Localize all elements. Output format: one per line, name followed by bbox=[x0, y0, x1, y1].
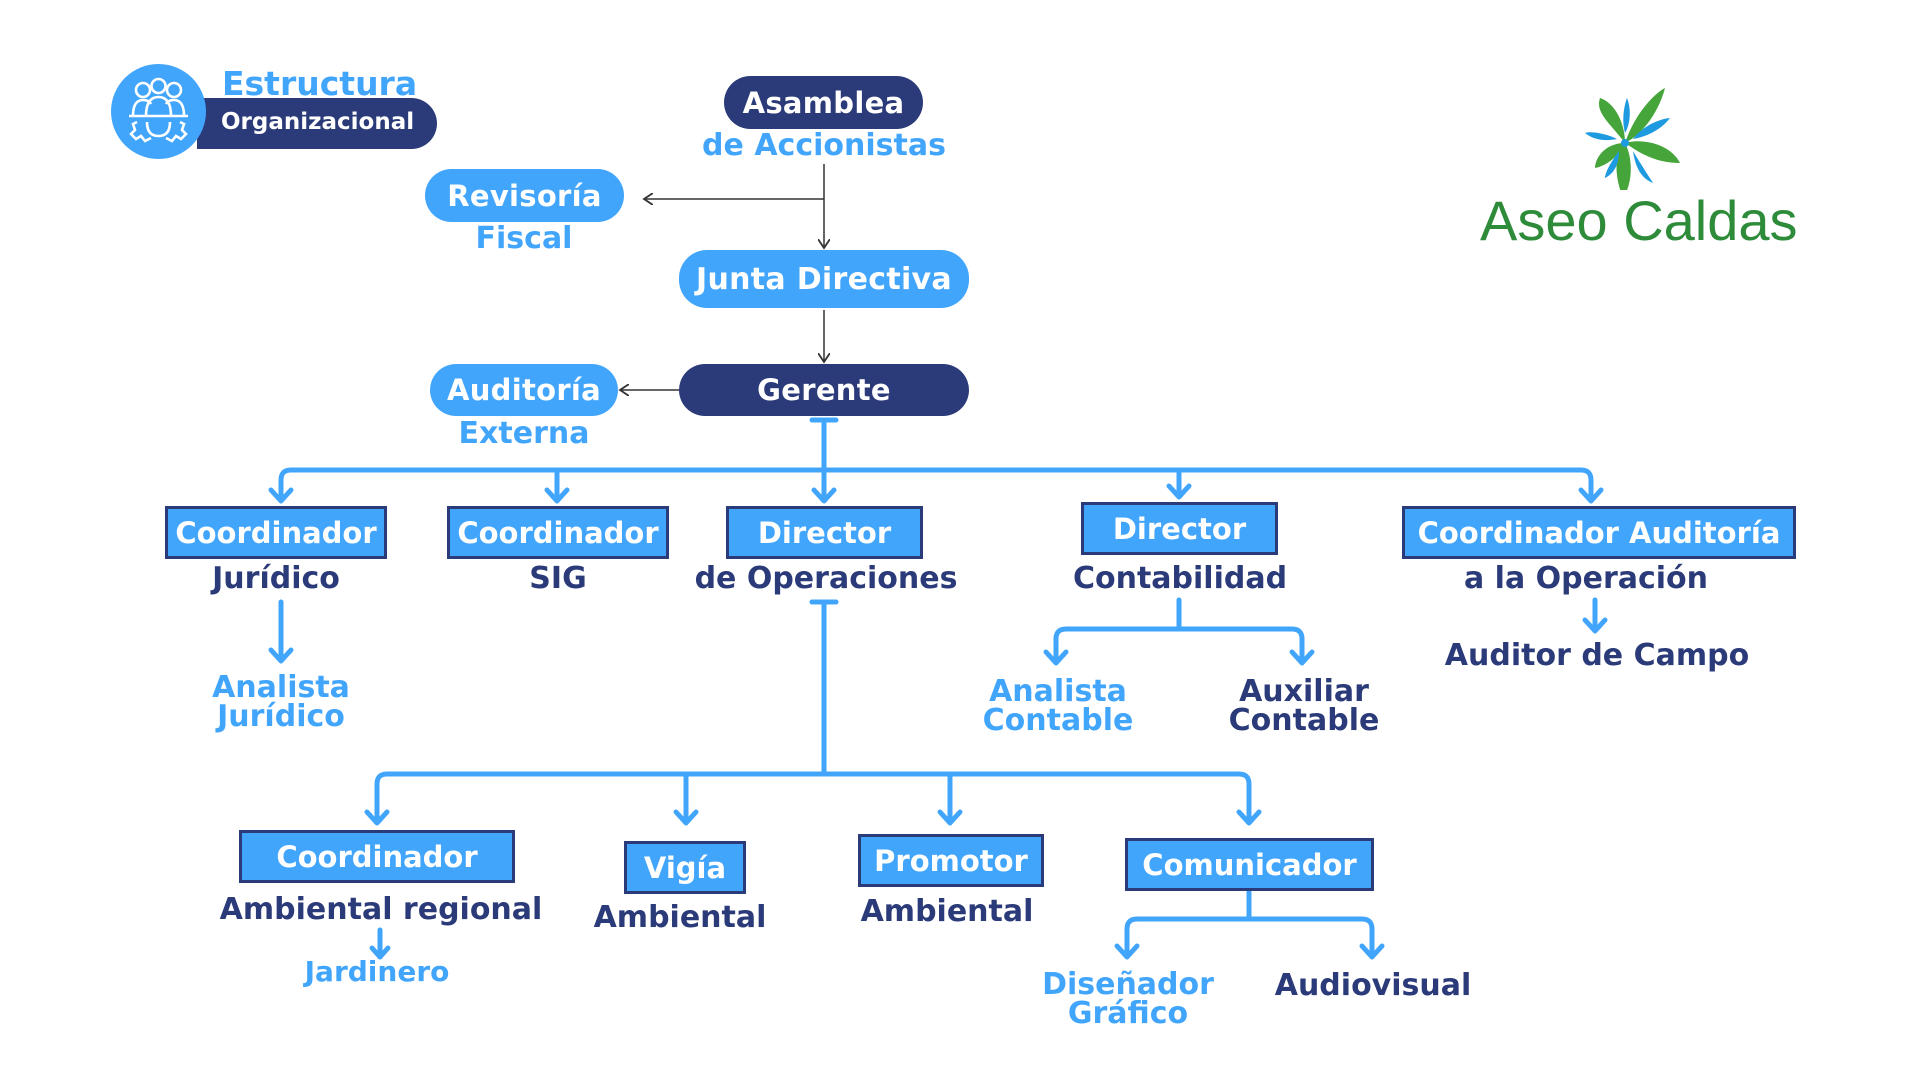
node-gerente: Gerente bbox=[679, 364, 969, 416]
node-director-contabilidad: Director bbox=[1081, 502, 1278, 555]
node-director-operaciones: Director bbox=[726, 506, 923, 559]
node-director-operaciones-sub: de Operaciones bbox=[694, 561, 958, 596]
logo-text: Aseo Caldas bbox=[1480, 189, 1798, 252]
node-promotor: Promotor bbox=[858, 834, 1044, 887]
node-auxiliar-contable: Auxiliar Contable bbox=[1228, 674, 1380, 738]
title-pill bbox=[197, 98, 437, 149]
title-line2: Organizacional bbox=[221, 109, 415, 135]
node-coord-sig-sub: SIG bbox=[529, 561, 587, 596]
flower-leaves-icon bbox=[1585, 88, 1680, 190]
node-auditoria-externa-sub: Externa bbox=[458, 416, 590, 451]
connector-contabilidad-split bbox=[1053, 597, 1305, 663]
node-coord-juridico: Coordinador bbox=[165, 506, 387, 559]
node-revisoria-sub: Fiscal bbox=[475, 221, 573, 256]
node-coord-ambiental: Coordinador bbox=[239, 830, 515, 883]
level1-bus bbox=[278, 467, 1594, 503]
node-coord-juridico-sub: Jurídico bbox=[212, 561, 340, 596]
node-vigia: Vigía bbox=[624, 841, 746, 894]
node-coord-sig: Coordinador bbox=[447, 506, 669, 559]
node-auditoria-externa: Auditoría bbox=[430, 364, 618, 416]
team-gear-icon bbox=[111, 64, 206, 159]
node-analista-juridico: Analista Jurídico bbox=[212, 670, 350, 734]
node-asamblea-sub: de Accionistas bbox=[702, 128, 946, 163]
node-auditor-campo: Auditor de Campo bbox=[1444, 638, 1750, 673]
node-junta: Junta Directiva bbox=[679, 250, 969, 308]
title-line1: Estructura bbox=[222, 64, 418, 103]
connector-comunicador-split bbox=[1124, 889, 1375, 958]
node-director-contabilidad-sub: Contabilidad bbox=[1072, 561, 1288, 596]
node-coord-ambiental-sub: Ambiental regional bbox=[219, 892, 543, 927]
node-coord-auditoria: Coordinador Auditoría bbox=[1402, 506, 1796, 559]
node-jardinero: Jardinero bbox=[304, 955, 450, 988]
node-promotor-sub: Ambiental bbox=[860, 894, 1034, 929]
node-coord-auditoria-sub: a la Operación bbox=[1463, 561, 1709, 596]
node-disenador: Diseñador Gráfico bbox=[1042, 967, 1214, 1031]
node-asamblea: Asamblea bbox=[724, 76, 923, 129]
level2-bus bbox=[374, 771, 1252, 825]
node-revisoria: Revisoría bbox=[425, 169, 624, 222]
header-badge: Estructura Organizacional bbox=[111, 64, 441, 164]
node-audiovisual: Audiovisual bbox=[1274, 968, 1472, 1003]
node-vigia-sub: Ambiental bbox=[593, 900, 767, 935]
logo: Aseo Caldas bbox=[1470, 70, 1810, 260]
node-comunicador: Comunicador bbox=[1125, 838, 1374, 891]
node-analista-contable: Analista Contable bbox=[982, 674, 1134, 738]
